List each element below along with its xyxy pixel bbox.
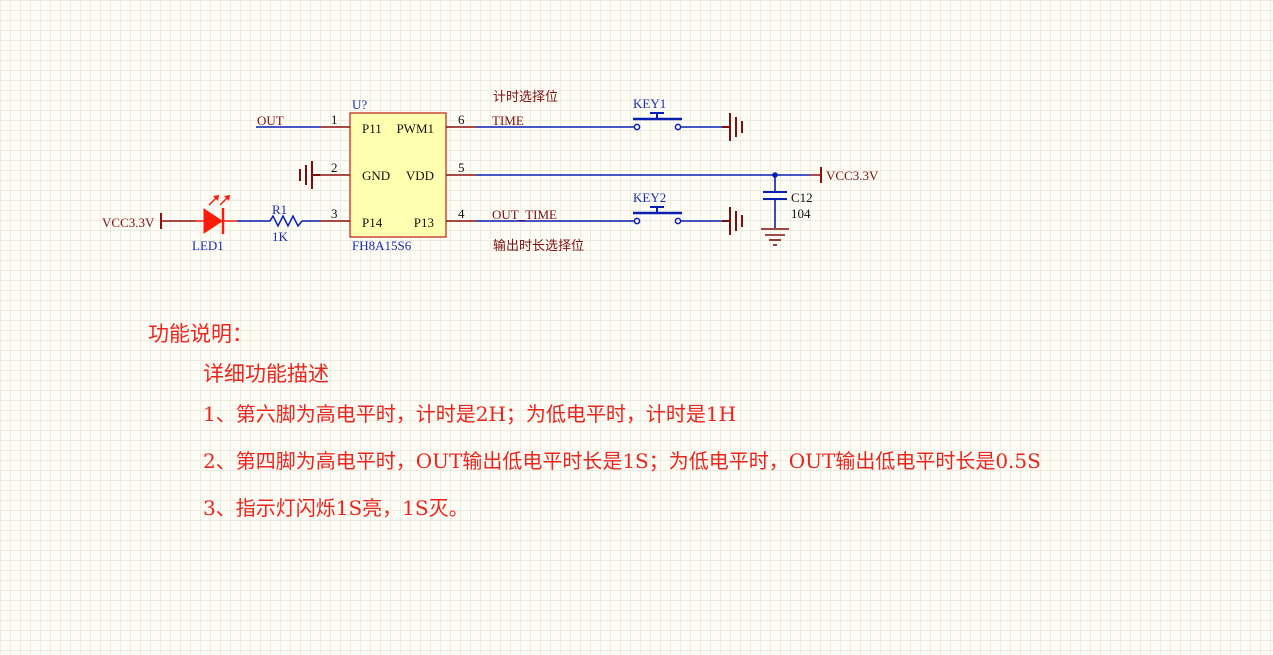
pin-name-gnd: GND bbox=[362, 168, 390, 183]
pin-number-3: 3 bbox=[331, 206, 338, 221]
wires bbox=[237, 126, 810, 228]
pin-name-vdd: VDD bbox=[406, 168, 434, 183]
led1-designator: LED1 bbox=[192, 238, 224, 253]
ground-symbol-key2 bbox=[722, 207, 743, 235]
key2-designator: KEY2 bbox=[633, 190, 666, 205]
net-label-time: TIME bbox=[492, 113, 524, 128]
pin-number-2: 2 bbox=[331, 160, 338, 175]
description-line-1: 1、第六脚为高电平时，计时是2H；为低电平时，计时是1H bbox=[203, 402, 737, 426]
ic-designator: U? bbox=[352, 97, 367, 112]
ground-symbol-ic bbox=[299, 161, 320, 189]
key1-switch bbox=[633, 112, 682, 131]
description-line-2: 2、第四脚为高电平时，OUT输出低电平时长是1S；为低电平时，OUT输出低电平时… bbox=[203, 449, 1041, 473]
pin-name-p14: P14 bbox=[362, 215, 383, 230]
vcc-label-right: VCC3.3V bbox=[826, 168, 879, 183]
key1-designator: KEY1 bbox=[633, 96, 666, 111]
junction-dot bbox=[772, 172, 778, 178]
ground-symbol-key1 bbox=[722, 113, 743, 141]
pin-number-4: 4 bbox=[458, 206, 465, 221]
resistor-r1 bbox=[262, 214, 303, 228]
pin-number-5: 5 bbox=[458, 160, 465, 175]
key2-switch bbox=[633, 206, 682, 225]
description-subheading: 详细功能描述 bbox=[203, 362, 329, 386]
note-time-select: 计时选择位 bbox=[493, 89, 558, 104]
r1-value: 1K bbox=[272, 229, 289, 244]
c12-designator: C12 bbox=[791, 190, 813, 205]
note-out-time-select: 输出时长选择位 bbox=[493, 238, 584, 253]
r1-designator: R1 bbox=[272, 202, 287, 217]
pin-number-6: 6 bbox=[458, 112, 465, 127]
net-label-out: OUT bbox=[257, 113, 284, 128]
pin-number-1: 1 bbox=[331, 112, 338, 127]
schematic-diagram: U? FH8A15S6 P11 GND P14 PWM1 VDD P13 1 2… bbox=[102, 89, 879, 253]
description-line-3: 3、指示灯闪烁1S亮，1S灭。 bbox=[203, 496, 469, 520]
ic-part-number: FH8A15S6 bbox=[352, 238, 412, 253]
c12-value: 104 bbox=[791, 206, 811, 221]
capacitor-c12 bbox=[763, 191, 787, 200]
description-heading: 功能说明： bbox=[148, 322, 253, 346]
ground-symbol-cap bbox=[761, 228, 789, 246]
pin-name-p11: P11 bbox=[362, 121, 382, 136]
ic-body bbox=[349, 112, 447, 238]
pin-name-p13: P13 bbox=[414, 215, 434, 230]
ic-pin-stubs bbox=[320, 126, 476, 222]
pin-name-pwm1: PWM1 bbox=[396, 121, 434, 136]
net-label-out-time: OUT_TIME bbox=[492, 207, 557, 222]
vcc-label-left: VCC3.3V bbox=[102, 215, 155, 230]
led1 bbox=[196, 195, 237, 234]
